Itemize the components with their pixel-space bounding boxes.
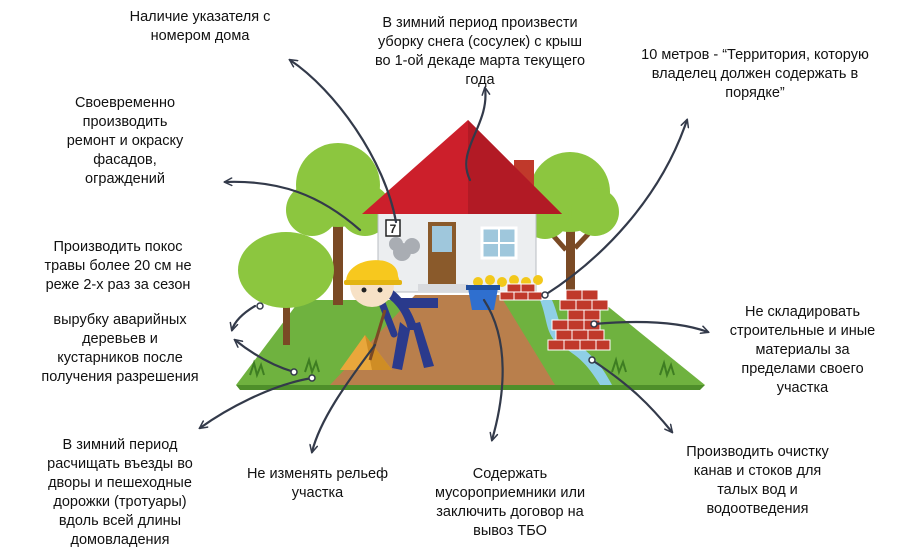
label-tree-cutting: вырубку аварийных деревьев и кустарников…: [41, 312, 199, 385]
lawn-shade: [236, 385, 705, 390]
tree-left-small: [238, 232, 334, 345]
arrows: [200, 60, 708, 452]
garbage-bin: [466, 285, 500, 310]
house-number-text: 7: [390, 222, 397, 236]
arrow-garbage: [482, 298, 504, 440]
arrow-origins: [256, 291, 598, 382]
label-ditches: Производить очистку канав и стоков для т…: [686, 444, 829, 517]
label-terrain: Не изменять рельеф участка: [246, 466, 389, 501]
arrow-winter-clearing: [200, 376, 314, 428]
arrow-grass-mowing: [232, 304, 257, 330]
hard-hat: [346, 260, 400, 282]
arrow-facade: [225, 182, 362, 232]
label-winter-clearing: В зимний период расчищать въезды во двор…: [47, 437, 193, 548]
arrow-terrain: [312, 343, 377, 452]
sand-pile: [340, 335, 392, 370]
arrow-tree-cutting: [235, 340, 296, 374]
arrow-ditches: [590, 358, 672, 432]
brick-stack: [547, 289, 611, 351]
arrow-house-number: [290, 60, 398, 224]
arrow-no-materials: [592, 321, 708, 332]
flower-bed: [473, 275, 543, 287]
house-number-plate: [385, 219, 401, 237]
arrow-snow-removal: [465, 88, 485, 182]
grass-tufts: [249, 356, 675, 379]
label-no-materials: Не складировать строительные и иные мате…: [729, 304, 876, 396]
label-facade-repair: Своевременно производить ремонт и окраск…: [66, 95, 184, 187]
label-territory-10m: 10 метров - “Территория, которую владеле…: [641, 47, 869, 101]
label-snow-removal: В зимний период произвести уборку снега …: [374, 15, 586, 88]
label-garbage: Содержать мусороприемники или заключить …: [434, 466, 586, 539]
arrow-territory: [543, 120, 687, 297]
dirt-path: [330, 295, 555, 385]
label-grass-mowing: Производить покос травы более 20 см не р…: [44, 239, 192, 293]
worker-figure: [344, 260, 438, 370]
dust-cloud: [389, 237, 420, 261]
label-house-number-sign: Наличие указателя с номером дома: [129, 9, 271, 44]
brick-wall: [499, 283, 543, 301]
